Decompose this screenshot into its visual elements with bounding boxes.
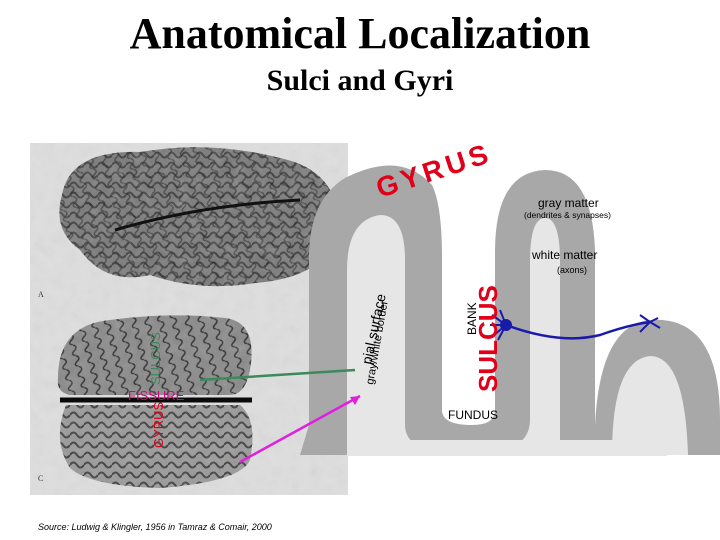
brain-photograph: A C: [30, 140, 350, 495]
cortex-cross-section: [300, 166, 720, 456]
white-matter-label: white matter: [531, 248, 597, 262]
sulcus-text: SULCUS: [473, 285, 503, 392]
fundus-label: FUNDUS: [448, 408, 498, 422]
photo-sulcus-label: SULCUS: [148, 332, 163, 385]
photo-gyrus-label: GYRUS: [151, 401, 166, 448]
panel-a-label: A: [38, 290, 44, 299]
dendrites-synapses-label: (dendrites & synapses): [524, 210, 611, 220]
gray-matter-label: gray matter: [538, 196, 599, 210]
bank-label: BANK: [465, 302, 479, 335]
source-caption: Source: Ludwig & Klingler, 1956 in Tamra…: [38, 522, 272, 532]
panel-c-label: C: [38, 474, 43, 483]
axons-label: (axons): [557, 265, 587, 275]
photo-fissure-label: FISSURE: [128, 388, 185, 403]
